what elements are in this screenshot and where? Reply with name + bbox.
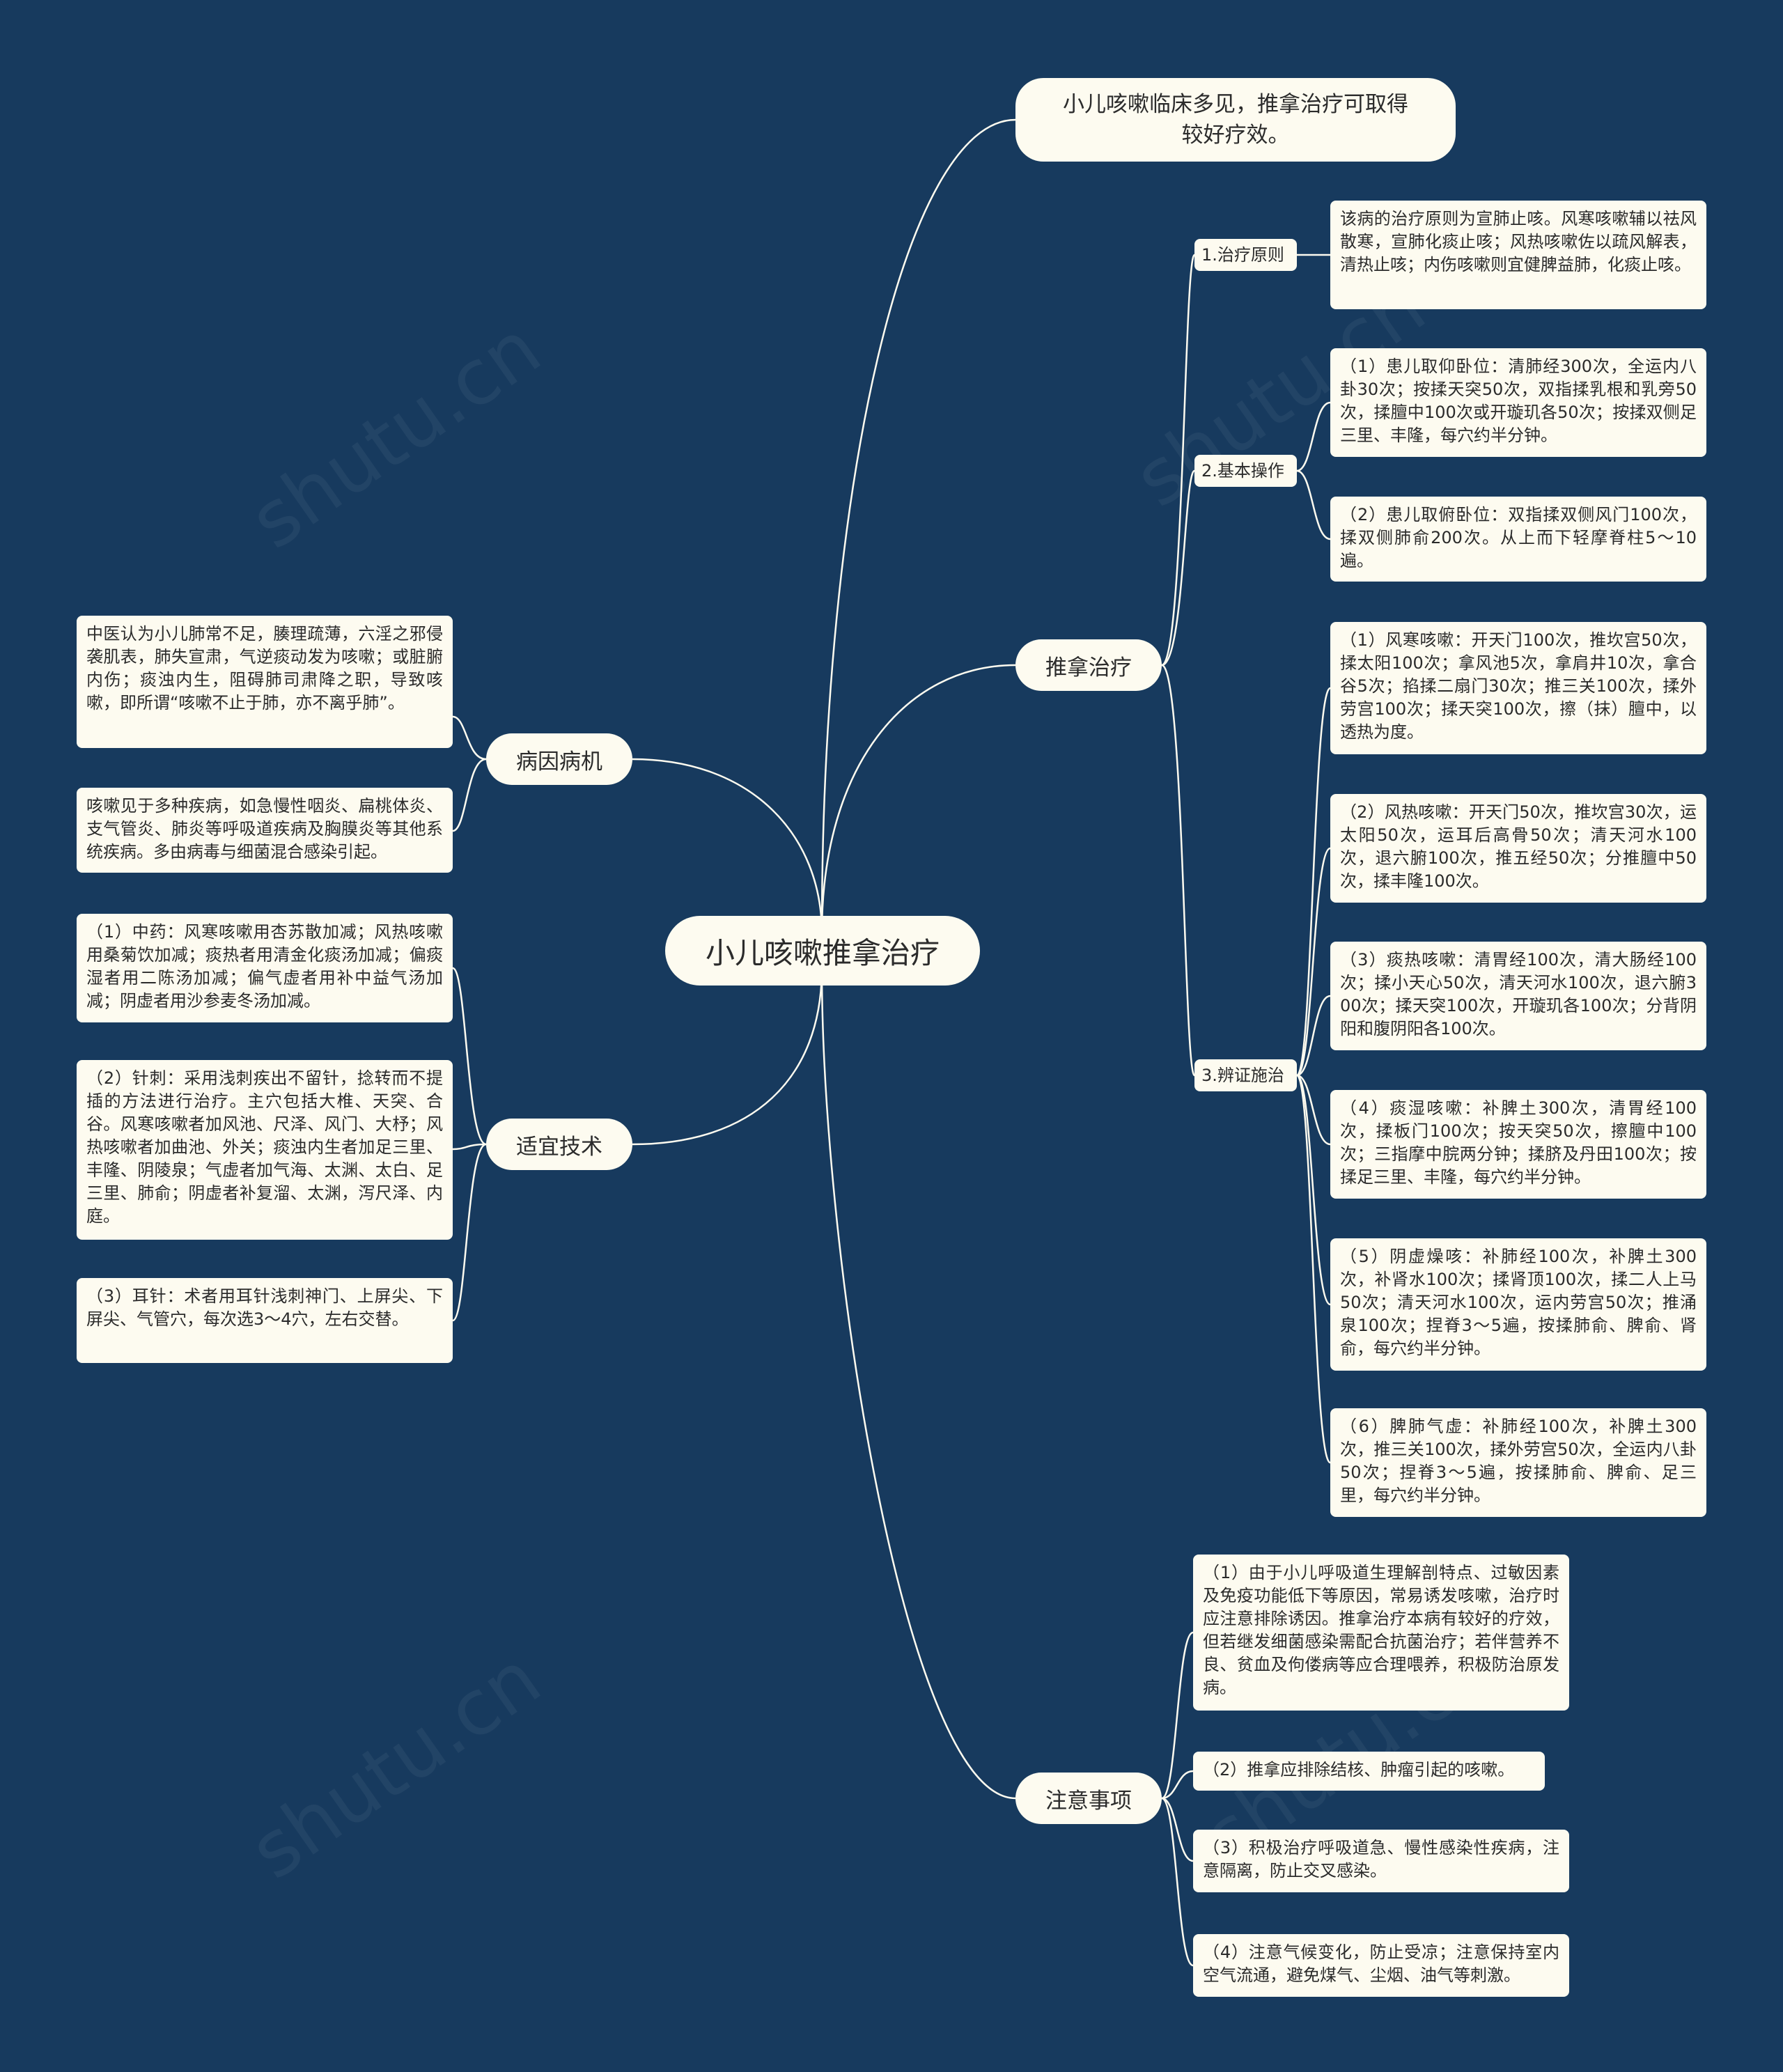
link-tuina-basic	[1161, 469, 1196, 667]
principle-text: 该病的治疗原则为宣肺止咳。风寒咳嗽辅以祛风散寒，宣肺化痰止咳；风热咳嗽佐以疏风解…	[1330, 201, 1706, 309]
link-cause-2	[452, 758, 487, 832]
notes-item: （2）推拿应排除结核、肿瘤引起的咳嗽。	[1193, 1752, 1545, 1791]
technique-item: （3）耳针：术者用耳针浅刺神门、上屏尖、下屏尖、气管穴，每次选3～4穴，左右交替…	[77, 1278, 453, 1363]
link-tuina-principle	[1161, 254, 1196, 667]
notes-item: （1）由于小儿呼吸道生理解剖特点、过敏因素及免疫功能低下等原因，常易诱发咳嗽，治…	[1193, 1555, 1569, 1711]
label-basic[interactable]: 2.基本操作	[1194, 455, 1297, 487]
syndrome-item: （6）脾肺气虚：补肺经100次，补脾土300次，推三关100次，揉外劳宫50次，…	[1330, 1408, 1706, 1517]
link-notes-2	[1161, 1770, 1194, 1800]
link-syndrome-6	[1295, 1074, 1332, 1464]
technique-item: （2）针刺：采用浅刺疾出不留针，捻转而不提插的方法进行治疗。主穴包括大椎、天突、…	[77, 1060, 453, 1240]
syndrome-item: （4）痰湿咳嗽：补脾土300次，清胃经100次，揉板门100次；按天突50次，擦…	[1330, 1090, 1706, 1199]
link-cause-1	[452, 715, 487, 761]
syndrome-item: （3）痰热咳嗽：清胃经100次，清大肠经100次；揉小天心50次，清天河水100…	[1330, 942, 1706, 1050]
link-root-notes	[820, 967, 1016, 1800]
link-root-technique	[632, 967, 823, 1146]
notes-item: （3）积极治疗呼吸道急、慢性感染性疾病，注意隔离，防止交叉感染。	[1193, 1830, 1569, 1892]
link-root-tuina	[820, 664, 1016, 934]
link-notes-1	[1161, 1631, 1194, 1800]
notes-item: （4）注意气候变化，防止受凉；注意保持室内空气流通，避免煤气、尘烟、油气等刺激。	[1193, 1934, 1569, 1997]
cause-item: 中医认为小儿肺常不足，腠理疏薄，六淫之邪侵袭肌表，肺失宣肃，气逆痰动发为咳嗽；或…	[77, 616, 453, 748]
basic-item: （2）患儿取俯卧位：双指揉双侧风门100次，揉双侧肺俞200次。从上而下轻摩脊柱…	[1330, 497, 1706, 582]
technique-item: （1）中药：风寒咳嗽用杏苏散加减；风热咳嗽用桑菊饮加减；痰热者用清金化痰汤加减；…	[77, 914, 453, 1022]
syndrome-item: （5）阴虚燥咳：补肺经100次，补脾土300次，补肾水100次；揉肾顶100次，…	[1330, 1238, 1706, 1371]
branch-cause[interactable]: 病因病机	[486, 733, 632, 785]
intro-node[interactable]: 小儿咳嗽临床多见，推拿治疗可取得较好疗效。	[1015, 78, 1456, 162]
link-technique-3	[452, 1143, 487, 1322]
link-syndrome-3	[1296, 995, 1331, 1077]
link-technique-2	[452, 1143, 487, 1151]
link-syndrome-2	[1296, 847, 1331, 1077]
root-topic[interactable]: 小儿咳嗽推拿治疗	[665, 916, 980, 986]
link-root-cause	[632, 758, 823, 934]
syndrome-item: （1）风寒咳嗽：开天门100次，推坎宫50次，揉太阳100次；拿风池5次，拿肩井…	[1330, 622, 1706, 754]
cause-item: 咳嗽见于多种疾病，如急慢性咽炎、扁桃体炎、支气管炎、肺炎等呼吸道疾病及胸膜炎等其…	[77, 788, 453, 873]
branch-technique[interactable]: 适宜技术	[486, 1119, 632, 1170]
link-technique-1	[452, 967, 487, 1146]
label-syndrome[interactable]: 3.辨证施治	[1194, 1059, 1297, 1091]
link-basic-1	[1296, 401, 1331, 472]
syndrome-item: （2）风热咳嗽：开天门50次，推坎宫30次，运太阳50次，运耳后高骨50次；清天…	[1330, 794, 1706, 903]
branch-notes[interactable]: 注意事项	[1015, 1773, 1162, 1824]
label-principle[interactable]: 1.治疗原则	[1194, 239, 1297, 271]
basic-item: （1）患儿取仰卧位：清肺经300次，全运内八卦30次；按揉天突50次，双指揉乳根…	[1330, 348, 1706, 457]
link-root-intro	[820, 118, 1016, 934]
link-notes-3	[1161, 1797, 1194, 1862]
link-basic-2	[1296, 469, 1331, 540]
link-syndrome-1	[1295, 687, 1332, 1077]
link-syndrome-4	[1296, 1074, 1331, 1146]
branch-tuina[interactable]: 推拿治疗	[1015, 639, 1162, 691]
link-syndrome-5	[1296, 1074, 1331, 1306]
link-tuina-syndrome	[1161, 664, 1196, 1077]
link-notes-4	[1161, 1797, 1194, 1967]
